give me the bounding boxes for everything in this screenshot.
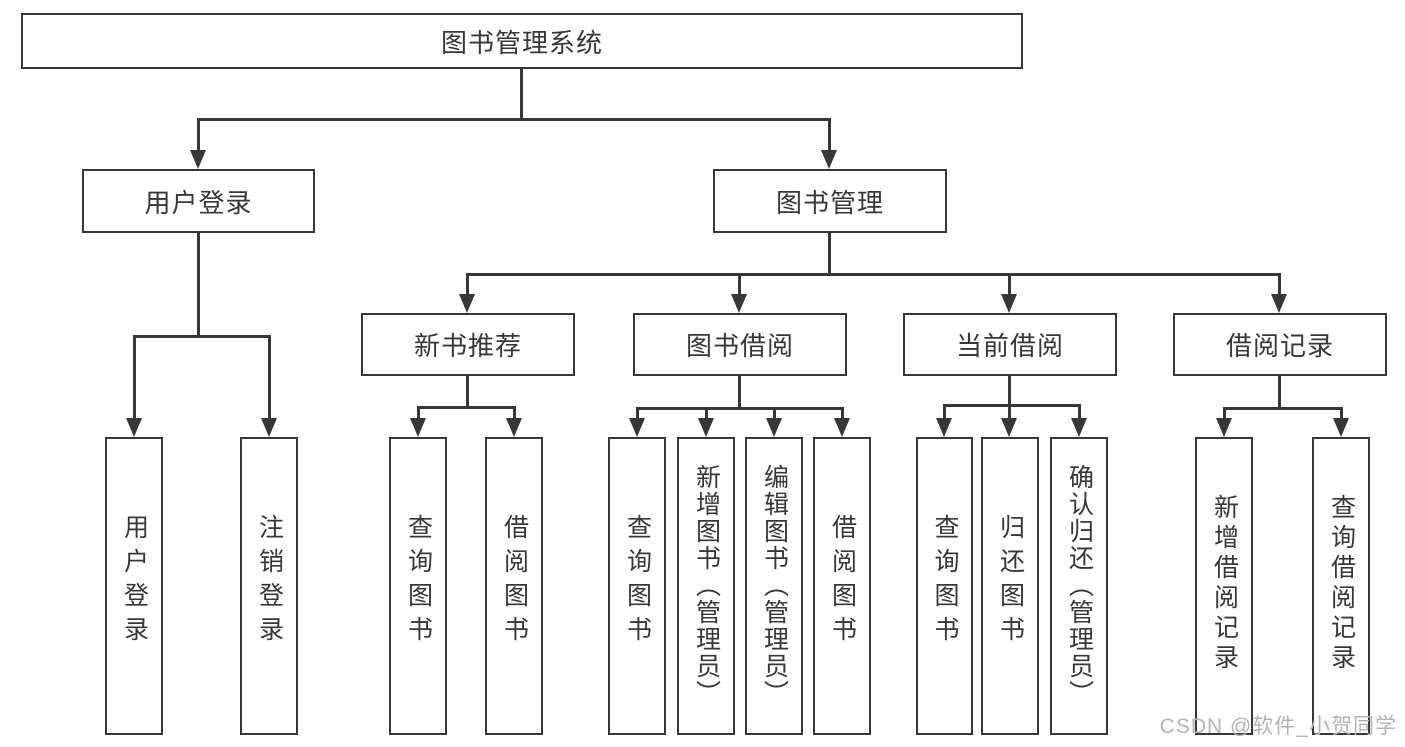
connector-line xyxy=(738,273,741,295)
leaf-label: 新增图书（管理员） xyxy=(692,463,721,707)
arrowhead-down-icon xyxy=(126,418,142,437)
leaf-query-book-under-recommendation: 查询图书 xyxy=(389,437,447,735)
leaf-add-book-admin: 新增图书（管理员） xyxy=(677,437,735,735)
leaf-label: 借阅图书 xyxy=(828,513,857,650)
node-library-management-system: 图书管理系统 xyxy=(21,13,1023,69)
arrowhead-down-icon xyxy=(1333,418,1349,437)
connector-line xyxy=(520,69,523,118)
arrowhead-down-icon xyxy=(506,418,522,437)
connector-line xyxy=(1008,376,1011,404)
arrowhead-down-icon xyxy=(834,418,850,437)
arrowhead-down-icon xyxy=(629,418,645,437)
connector-line xyxy=(133,335,136,418)
leaf-label: 借阅图书 xyxy=(500,513,529,650)
connector-line xyxy=(417,406,420,418)
connector-line xyxy=(636,407,844,410)
watermark: CSDN @软件_小贺同学 xyxy=(1159,715,1397,738)
leaf-query-book-under-current: 查询图书 xyxy=(916,437,973,735)
leaf-label: 编辑图书（管理员） xyxy=(760,463,789,707)
node-book-borrowing: 图书借阅 xyxy=(633,313,847,376)
leaf-label: 归还图书 xyxy=(996,513,1025,650)
connector-line xyxy=(636,407,639,418)
connector-line xyxy=(1223,407,1343,410)
node-label: 图书管理系统 xyxy=(440,27,603,58)
leaf-logout: 注销登录 xyxy=(240,437,298,735)
connector-line xyxy=(773,407,776,418)
leaf-label: 查询借阅记录 xyxy=(1327,493,1356,674)
leaf-label: 新增借阅记录 xyxy=(1210,493,1239,674)
connector-line xyxy=(828,118,831,151)
leaf-query-book-under-borrowing: 查询图书 xyxy=(608,437,666,735)
node-user-login: 用户登录 xyxy=(82,169,315,233)
connector-line xyxy=(828,233,831,273)
connector-line xyxy=(841,407,844,418)
connector-line xyxy=(466,376,469,406)
node-label: 图书管理 xyxy=(775,187,884,218)
arrowhead-down-icon xyxy=(766,418,782,437)
node-label: 图书借阅 xyxy=(685,331,794,361)
arrowhead-down-icon xyxy=(190,150,206,169)
connector-line xyxy=(1278,273,1281,295)
node-current-borrowing: 当前借阅 xyxy=(903,313,1117,376)
connector-line xyxy=(466,273,469,295)
node-label: 新书推荐 xyxy=(413,331,522,361)
arrowhead-down-icon xyxy=(1001,294,1017,313)
leaf-label: 确认归还（管理员） xyxy=(1065,463,1094,707)
leaf-add-borrow-record: 新增借阅记录 xyxy=(1195,437,1253,735)
connector-line xyxy=(705,407,708,418)
arrowhead-down-icon xyxy=(1071,418,1087,437)
arrowhead-down-icon xyxy=(731,294,747,313)
arrowhead-down-icon xyxy=(261,418,277,437)
leaf-label: 注销登录 xyxy=(255,513,284,650)
arrowhead-down-icon xyxy=(936,418,952,437)
arrowhead-down-icon xyxy=(1001,418,1017,437)
connector-line xyxy=(1078,404,1081,418)
leaf-query-borrow-record: 查询借阅记录 xyxy=(1312,437,1370,735)
connector-line xyxy=(513,406,516,418)
leaf-borrow-book-under-recommendation: 借阅图书 xyxy=(485,437,543,735)
connector-line xyxy=(1278,376,1281,407)
leaf-label: 查询图书 xyxy=(931,513,959,650)
arrowhead-down-icon xyxy=(698,418,714,437)
node-new-book-recommendation: 新书推荐 xyxy=(361,313,575,376)
connector-line xyxy=(417,406,516,409)
node-label: 用户登录 xyxy=(144,187,253,218)
connector-line xyxy=(197,118,831,121)
connector-line xyxy=(466,273,1281,276)
arrowhead-down-icon xyxy=(1216,418,1232,437)
node-label: 借阅记录 xyxy=(1225,331,1334,361)
node-label: 当前借阅 xyxy=(955,331,1064,361)
arrowhead-down-icon xyxy=(459,294,475,313)
connector-line xyxy=(1008,404,1011,418)
arrowhead-down-icon xyxy=(821,150,837,169)
leaf-confirm-return-admin: 确认归还（管理员） xyxy=(1050,437,1108,735)
connector-line xyxy=(943,404,1081,407)
connector-line xyxy=(1340,407,1343,418)
arrowhead-down-icon xyxy=(1271,294,1287,313)
leaf-borrow-book-under-borrowing: 借阅图书 xyxy=(813,437,871,735)
connector-line xyxy=(133,335,271,338)
leaf-edit-book-admin: 编辑图书（管理员） xyxy=(745,437,803,735)
connector-line xyxy=(1223,407,1226,418)
node-book-management: 图书管理 xyxy=(713,169,947,233)
connector-line xyxy=(268,335,271,418)
leaf-label: 查询图书 xyxy=(623,513,652,650)
leaf-user-login: 用户登录 xyxy=(105,437,163,735)
arrowhead-down-icon xyxy=(410,418,426,437)
connector-line xyxy=(197,233,200,335)
connector-line xyxy=(1008,273,1011,295)
leaf-label: 用户登录 xyxy=(120,513,149,650)
connector-line xyxy=(943,404,946,418)
node-borrowing-records: 借阅记录 xyxy=(1173,313,1387,376)
leaf-label: 查询图书 xyxy=(404,513,433,650)
connector-line xyxy=(738,376,741,407)
connector-line xyxy=(197,118,200,151)
leaf-return-book: 归还图书 xyxy=(981,437,1039,735)
